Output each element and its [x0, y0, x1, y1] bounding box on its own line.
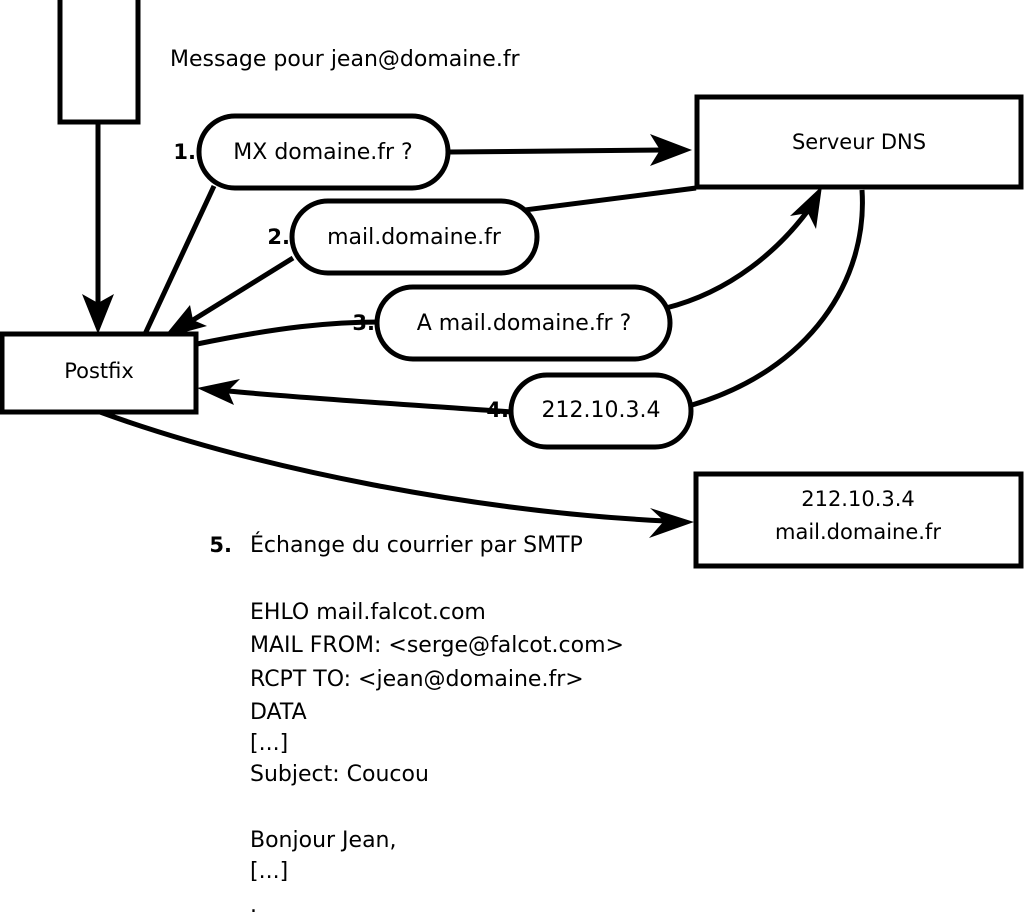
edge-line [196, 319, 383, 347]
step-3-number: 3. [352, 311, 375, 335]
arrow-head-icon [163, 305, 207, 338]
edge-line [191, 255, 295, 323]
edge-line [691, 189, 865, 408]
mailserver-ip-label: 212.10.3.4 [801, 487, 915, 511]
edge-step4-to-postfix [197, 379, 513, 415]
edge-line [227, 388, 513, 415]
edge-postfix-to-mailserver [99, 409, 694, 538]
arrow-head-icon [649, 508, 694, 538]
step-1-bubble[interactable]: MX domaine.fr ? 1. [173, 113, 451, 191]
arrow-head-icon [197, 379, 240, 405]
edge-postfix-to-step1 [142, 184, 217, 336]
transcript-line: RCPT TO: <jean@domaine.fr> [250, 667, 584, 692]
step-4-label: 212.10.3.4 [542, 398, 661, 423]
message-note-label: Message pour jean@domaine.fr [170, 47, 521, 72]
arrow-head-icon [650, 134, 692, 166]
step-2-capsule[interactable] [289, 198, 540, 276]
transcript-line: [...] [250, 859, 288, 884]
transcript-line: Subject: Coucou [250, 762, 429, 787]
postfix-node[interactable]: Postfix [0, 331, 199, 415]
edge-step2-to-postfix [163, 255, 295, 338]
step-1-capsule[interactable] [196, 113, 451, 191]
dns-label: Serveur DNS [792, 130, 926, 154]
step-3-capsule[interactable] [374, 284, 673, 362]
step-5-number: 5. [209, 533, 232, 557]
transcript-line: [...] [250, 731, 288, 756]
client-box[interactable] [57, 0, 141, 125]
step-5-label: Échange du courrier par SMTP [250, 532, 583, 558]
arrow-head-icon [82, 294, 114, 334]
edge-line [665, 203, 815, 311]
mailserver-host-label: mail.domaine.fr [775, 520, 941, 544]
edge-client-to-postfix [82, 122, 114, 334]
postfix-label: Postfix [64, 359, 134, 383]
arrow-head-icon [790, 186, 822, 229]
edge-line [142, 184, 217, 336]
edge-line [99, 409, 667, 524]
step-4-bubble[interactable]: 212.10.3.4 4. [486, 372, 694, 450]
step-3-label: A mail.domaine.fr ? [417, 311, 632, 336]
step-2-number: 2. [267, 225, 290, 249]
postfix-box[interactable] [0, 331, 199, 415]
mailserver-box[interactable] [693, 471, 1024, 569]
step-3-bubble[interactable]: A mail.domaine.fr ? 3. [352, 284, 673, 362]
step-2-bubble[interactable]: mail.domaine.fr 2. [267, 198, 540, 276]
dns-box[interactable] [694, 94, 1024, 190]
step-4-number: 4. [486, 398, 509, 422]
client-node[interactable] [57, 0, 141, 125]
edge-postfix-to-step3 [196, 319, 383, 347]
edge-step3-to-dns [665, 186, 822, 311]
step-1-label: MX domaine.fr ? [233, 140, 412, 165]
mailserver-node[interactable]: 212.10.3.4 mail.domaine.fr [693, 471, 1024, 569]
transcript-line: MAIL FROM: <serge@falcot.com> [250, 633, 624, 658]
smtp-transcript: EHLO mail.falcot.com MAIL FROM: <serge@f… [250, 600, 624, 918]
step-4-capsule[interactable] [508, 372, 694, 450]
transcript-line: EHLO mail.falcot.com [250, 600, 486, 625]
edge-step1-to-dns [449, 134, 692, 166]
edge-dns-to-step4 [691, 189, 865, 408]
transcript-line: DATA [250, 700, 307, 725]
transcript-line: . [250, 893, 257, 918]
step-2-label: mail.domaine.fr [327, 225, 502, 250]
step-1-number: 1. [173, 140, 196, 164]
edge-line [449, 147, 665, 155]
transcript-line: Bonjour Jean, [250, 828, 397, 853]
dns-node[interactable]: Serveur DNS [694, 94, 1024, 190]
